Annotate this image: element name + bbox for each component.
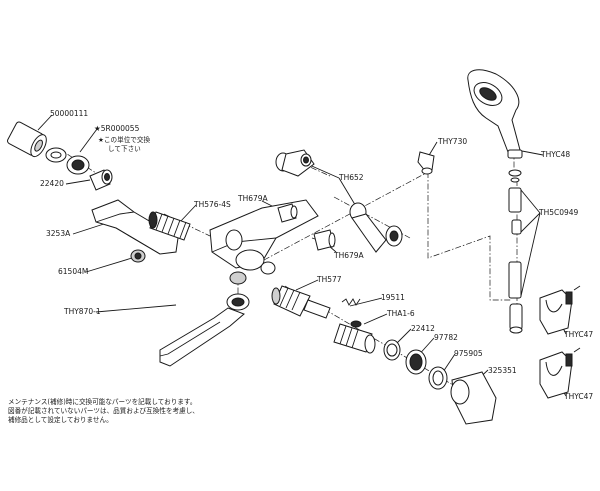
label-tha1-6: THA1-6 (386, 309, 415, 318)
label-th576-4s: TH576-4S (193, 200, 231, 209)
label-thyc47-bottom: THYC47 (563, 392, 593, 401)
part-97782-ring (405, 349, 427, 375)
label-thy730: THY730 (437, 137, 467, 146)
label-97782: 97782 (434, 333, 458, 342)
label-th679a-bottom: TH679A (333, 251, 365, 260)
part-th679a-adapter-bottom (313, 229, 336, 251)
footnote-line-3: 補修品として設定しておりません。 (8, 415, 113, 424)
part-th5c0949-shower-hose (508, 169, 523, 334)
part-325351-handle-knob (450, 371, 497, 425)
part-th652-elbow-lower (349, 202, 403, 253)
label-19511: 19511 (381, 293, 405, 302)
label-thyc47-top: THYC47 (563, 330, 593, 339)
maintenance-footnote: メンテナンス(補修)時に交換可能なパーツを記載しております。 図番が記載されてい… (8, 397, 199, 424)
footnote-line-2: 図番が記載されていないパーツは、品質および互換性を考慮し、 (8, 406, 199, 415)
label-3253a: 3253A (46, 229, 71, 238)
part-19511-spring (341, 298, 361, 306)
label-50000111: 50000111 (50, 109, 88, 118)
label-th5c0949: TH5C0949 (538, 208, 579, 217)
label-th652: TH652 (338, 173, 364, 182)
part-main-valve-body (209, 199, 319, 285)
part-3253a-wall-bracket (91, 199, 179, 255)
label-61504m: 61504M (58, 267, 88, 276)
label-th679a-top: TH679A (237, 194, 269, 203)
part-975905-ring (428, 366, 448, 390)
part-5r000055-nut (45, 147, 90, 175)
part-thyc48-connector (507, 149, 523, 159)
label-5r000055: ★5R000055 (94, 124, 140, 133)
label-975905: 975905 (454, 349, 483, 358)
part-tha1-6-valve-unit (333, 320, 376, 354)
part-th679a-adapter-top (277, 203, 298, 223)
part-22420-fitting (89, 169, 113, 191)
label-th577: TH577 (316, 275, 342, 284)
label-thy870-1: THY870-1 (63, 307, 101, 316)
part-thy870-1-spout (159, 293, 250, 367)
part-number-labels: 50000111 ★5R000055 ★この単位で交換 して下さい 22420 … (40, 109, 593, 401)
label-22420: 22420 (40, 179, 64, 188)
part-shower-head (467, 69, 521, 153)
part-thyc47-hook-top (539, 285, 581, 335)
part-th652-elbow-upper (275, 149, 315, 177)
footnote-line-1: メンテナンス(補修)時に交換可能なパーツを記載しております。 (8, 397, 196, 406)
part-th576-4s-cartridge (148, 211, 191, 241)
part-50000111-cap (7, 121, 47, 158)
part-th577-thermo-cartridge (271, 285, 331, 319)
assembly-axis-lines (57, 147, 518, 396)
part-thyc47-hook-bottom (539, 347, 581, 399)
label-22412: 22412 (411, 324, 435, 333)
label-star-note-1: ★この単位で交換 (98, 135, 150, 144)
label-thyc48: THYC48 (540, 150, 570, 159)
part-22412-ring (383, 339, 401, 361)
label-325351: 325351 (488, 366, 517, 375)
label-star-note-2: して下さい (108, 145, 141, 153)
part-61504m-fitting (130, 249, 146, 263)
part-thy730-hose-elbow (417, 151, 435, 175)
